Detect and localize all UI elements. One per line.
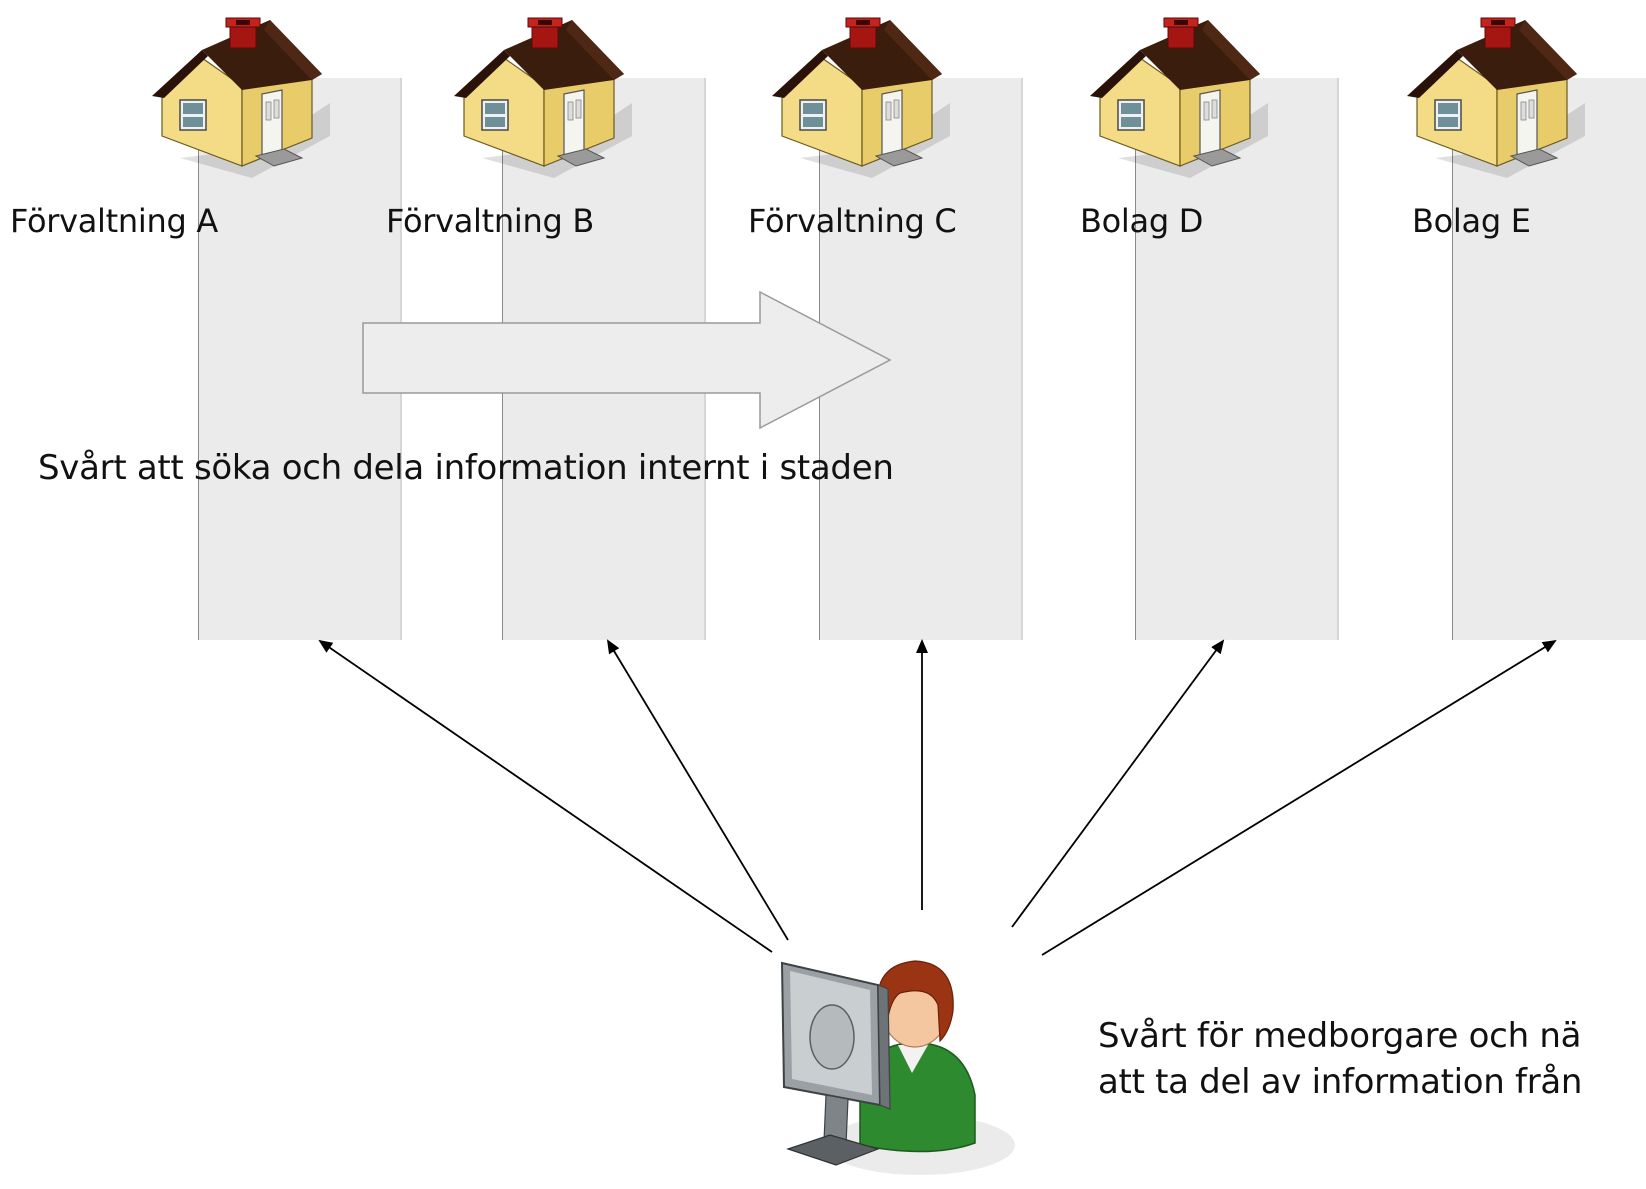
org-label-e: Bolag E — [1412, 202, 1531, 240]
arrow-to-column-a — [318, 639, 773, 953]
org-label-c: Förvaltning C — [748, 202, 957, 240]
org-label-d: Bolag D — [1080, 202, 1204, 240]
org-label-a: Förvaltning A — [10, 202, 218, 240]
org-label-b: Förvaltning B — [386, 202, 594, 240]
arrow-to-column-b — [606, 639, 789, 941]
internal-caption: Svårt att söka och dela information inte… — [38, 448, 894, 488]
arrow-to-column-e — [1041, 639, 1557, 956]
citizen-caption: Svårt för medborgare och nä att ta del a… — [1098, 1013, 1582, 1105]
user-at-computer-icon — [780, 960, 1015, 1175]
internal-flow-arrow — [362, 290, 892, 430]
arrow-to-column-d — [1011, 639, 1225, 928]
citizen-caption-line-1: Svårt för medborgare och nä — [1098, 1016, 1582, 1056]
citizen-caption-line-2: att ta del av information från — [1098, 1062, 1583, 1102]
